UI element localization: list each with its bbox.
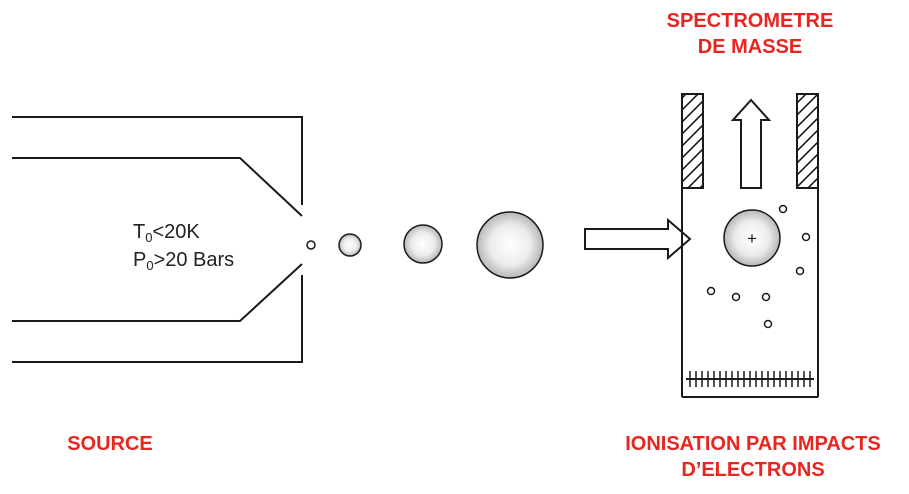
pressure-relation: >20 Bars [153, 249, 235, 271]
fragment [801, 232, 811, 242]
ionisation-label-line2: D’ELECTRONS [681, 459, 825, 481]
beam-arrow [584, 217, 692, 261]
fragment [778, 204, 788, 214]
temperature-condition: T0<20K [133, 218, 200, 252]
cluster-tiny [306, 240, 316, 250]
nozzle-outer-bottom [12, 275, 303, 363]
source-nozzle [12, 116, 303, 363]
ionisation-label: IONISATION PAR IMPACTS D’ELECTRONS [605, 431, 901, 483]
spectrometer-label-line2: DE MASSE [697, 36, 803, 58]
pressure-subscript: 0 [146, 258, 154, 273]
fragment [763, 319, 773, 329]
pressure-symbol: P [133, 249, 147, 271]
fragment [706, 286, 716, 296]
source-label: SOURCE [40, 431, 180, 457]
temperature-symbol: T [133, 221, 146, 243]
electron-grid-ticks [689, 371, 811, 387]
cluster-medium [403, 224, 443, 264]
hatched-wall-right [796, 93, 819, 189]
nozzle-inner-top [12, 157, 303, 217]
cluster-small [338, 233, 362, 257]
nozzle-outer-top [12, 116, 303, 205]
exit-arrow [730, 98, 772, 189]
ionised-cluster [723, 209, 781, 267]
fragment [731, 292, 741, 302]
fragments [706, 204, 811, 329]
spectrometer-label-line1: SPECTROMETRE [666, 10, 834, 32]
ionisation-label-line1: IONISATION PAR IMPACTS [625, 433, 881, 455]
ion-charge-symbol: + [747, 229, 757, 248]
spectrometer-label: SPECTROMETRE DE MASSE [650, 8, 850, 60]
source-label-text: SOURCE [67, 433, 153, 455]
temperature-relation: <20K [152, 221, 200, 243]
ionisation-chamber [681, 93, 819, 398]
pressure-condition: P0>20 Bars [133, 246, 234, 280]
hatched-wall-left [681, 93, 704, 189]
cluster-beam [306, 211, 544, 279]
cluster-large [476, 211, 544, 279]
temperature-subscript: 0 [145, 230, 153, 245]
fragment [761, 292, 771, 302]
nozzle-inner-bottom [12, 263, 303, 322]
fragment [795, 266, 805, 276]
